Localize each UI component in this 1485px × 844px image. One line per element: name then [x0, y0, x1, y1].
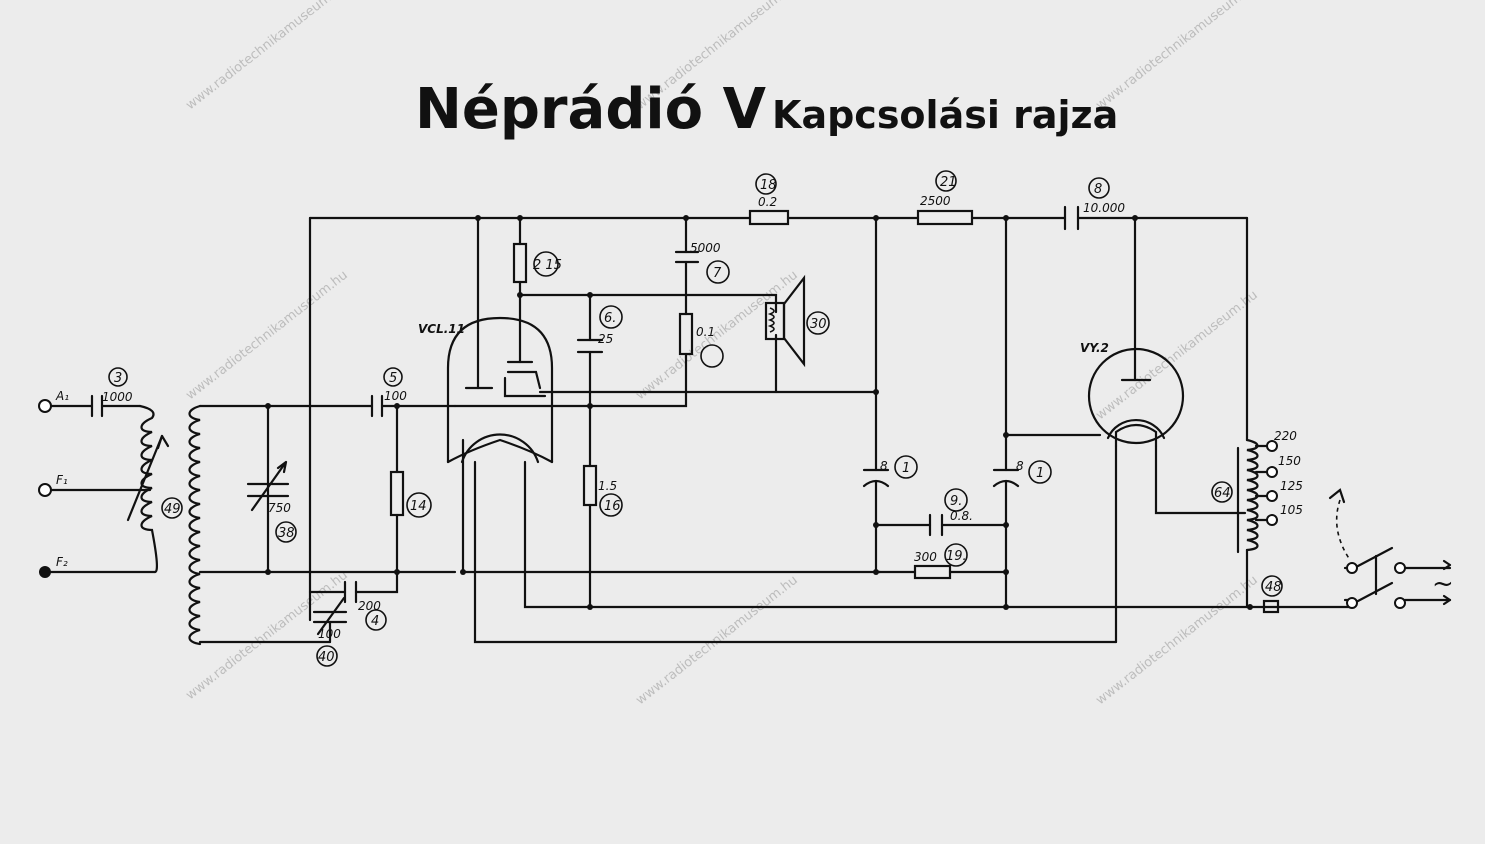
tap-label: 125	[1280, 479, 1303, 493]
mains-symbol: ~	[1432, 569, 1454, 599]
ref-label: 1	[902, 461, 910, 476]
ref-label: 5	[389, 371, 397, 386]
coil-l49: 49	[126, 404, 183, 574]
ref-label: 40	[318, 650, 335, 665]
value-label: 100	[384, 389, 407, 403]
ref-label: 7	[713, 266, 722, 281]
electrolytic-capacitor-c1a: 8 1	[862, 455, 918, 488]
ref-label: 30	[810, 317, 827, 332]
terminal-label: A₁	[55, 389, 69, 403]
ref-label: 6.	[604, 311, 616, 326]
value-label: 5000	[690, 241, 721, 255]
antenna-terminal-a1: A₁	[38, 389, 69, 413]
ref-label: 49	[164, 502, 181, 517]
value-label: 1.5	[598, 479, 617, 493]
junctions	[265, 215, 1253, 610]
watermark: www.radiotechnikamuseum.hu	[633, 573, 800, 708]
value-label: 8	[880, 459, 888, 473]
ref-label: 38	[278, 526, 295, 541]
value-label: 100	[318, 627, 341, 641]
ref-label: 18	[760, 178, 777, 193]
capacitor-c5: 5 100	[370, 367, 407, 418]
value-label: 10.000	[1083, 201, 1125, 215]
watermark: www.radiotechnikamuseum.hu	[183, 268, 350, 403]
value-label: 25	[598, 332, 613, 346]
watermark: www.radiotechnikamuseum.hu	[1093, 0, 1260, 113]
capacitor-c9: 9. 0.8.	[928, 488, 973, 537]
watermark: www.radiotechnikamuseum.hu	[1093, 288, 1260, 423]
diagram-subtitle: Kapcsolási rajza	[772, 93, 1118, 137]
value-label: 300	[914, 550, 937, 564]
value-label: 8	[1016, 459, 1024, 473]
transformer-t64: 64	[1211, 438, 1259, 554]
electrolytic-capacitor-c1b: 8 1	[992, 459, 1052, 488]
capacitor-c4: 200 4	[343, 580, 387, 631]
tap-label: 105	[1280, 503, 1303, 517]
value-label: 0.1	[696, 325, 715, 339]
ref-label: 4	[371, 614, 379, 629]
capacitor-c6: 6. 25	[576, 305, 623, 354]
watermark: www.radiotechnikamuseum.hu	[1093, 573, 1260, 708]
ref-label: 3	[114, 371, 122, 386]
terminal-f1: F₁	[38, 473, 68, 497]
coil-secondary	[188, 404, 202, 646]
resistor-r15: 2 15	[512, 242, 562, 284]
resistor-r14: 14	[389, 470, 432, 518]
tap-label: 150	[1278, 454, 1301, 468]
terminal-f2: F₂	[39, 555, 68, 578]
fuse-48: 48	[1261, 575, 1283, 614]
ref-label: 19.	[946, 549, 967, 564]
tube-vy2: VY.2	[1080, 341, 1185, 448]
ref-label: 14	[410, 499, 427, 514]
resistor-r21: 21 2500	[916, 170, 974, 226]
ref-label: 64	[1214, 486, 1231, 501]
resistor-r-0-1: 0.1	[678, 312, 724, 368]
ref-label: 8	[1094, 182, 1102, 197]
terminal-label: F₁	[56, 473, 68, 487]
value-label: 1000	[102, 390, 133, 404]
tube-label: VCL.11	[418, 322, 465, 336]
resistor-r19: 300 19.	[913, 543, 968, 580]
wiring	[47, 216, 1452, 644]
resistor-r16: 1.5 16	[582, 464, 623, 517]
ref-label: 9.	[950, 494, 962, 509]
tube-vcl11: VCL.11	[418, 316, 554, 464]
ref-label: 2 15	[533, 258, 562, 273]
trimmer-capacitor-c40: 100 40	[312, 596, 348, 667]
tube-label: VY.2	[1080, 341, 1109, 355]
ref-label: 21	[940, 175, 957, 190]
tap-label: 220	[1274, 429, 1297, 443]
ref-label: 48	[1265, 580, 1282, 595]
value-label: 0.2	[758, 195, 777, 209]
capacitor-c8: 8 10.000	[1063, 177, 1125, 231]
voltage-taps: 220 150 125 105	[1254, 429, 1303, 526]
terminal-label: F₂	[56, 555, 68, 569]
value-label: 0.8.	[950, 509, 973, 523]
variable-capacitor-c38: 750 38	[246, 460, 297, 543]
ref-label: 16	[604, 499, 621, 514]
capacitor-c7: 5000 7	[674, 241, 730, 284]
speaker-30: 30	[764, 274, 830, 368]
value-label: 750	[268, 501, 291, 515]
ref-label: 1	[1036, 466, 1044, 481]
watermark: www.radiotechnikamuseum.hu	[183, 0, 350, 113]
mains-switch: ~	[1328, 488, 1454, 609]
diagram-title: Néprádió V	[415, 77, 767, 142]
value-label: 2500	[920, 194, 951, 208]
capacitor-c3: 3 1000	[90, 367, 133, 418]
resistor-r18: 18 0.2	[748, 173, 790, 226]
